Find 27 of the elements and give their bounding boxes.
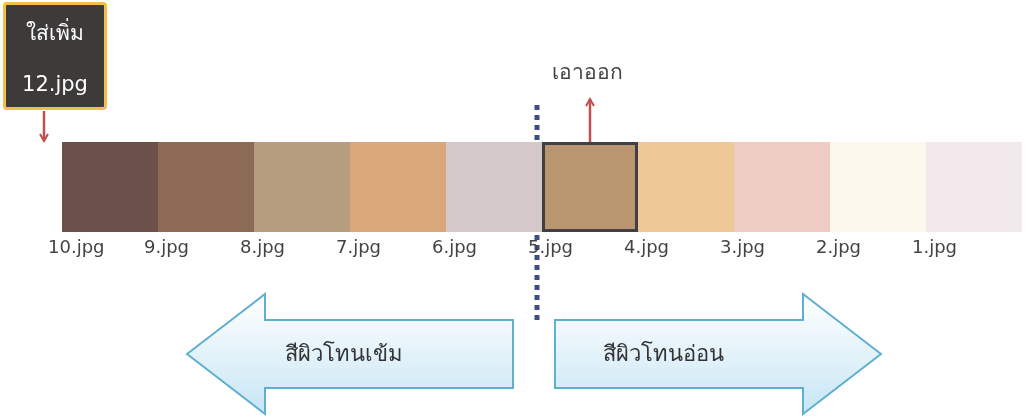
color-swatch bbox=[734, 142, 830, 232]
file-name: 3.jpg bbox=[720, 236, 766, 257]
color-swatch bbox=[830, 142, 926, 232]
color-swatch bbox=[638, 142, 734, 232]
color-swatch bbox=[254, 142, 350, 232]
file-name: 7.jpg bbox=[336, 236, 382, 257]
arrow bbox=[585, 98, 595, 142]
file-name: 5.jpg bbox=[528, 236, 574, 257]
color-swatch bbox=[158, 142, 254, 232]
file-name: 1.jpg bbox=[912, 236, 958, 257]
color-swatch bbox=[542, 142, 638, 232]
color-swatch bbox=[446, 142, 542, 232]
file-box bbox=[3, 2, 107, 110]
file-name: 10.jpg bbox=[48, 236, 105, 257]
arrow bbox=[39, 111, 49, 142]
arrow-label: สีผิวโทนอ่อน bbox=[603, 340, 724, 368]
box-text: ใส่เพิ่ม bbox=[6, 16, 104, 50]
file-name: 8.jpg bbox=[240, 236, 286, 257]
file-name: 6.jpg bbox=[432, 236, 478, 257]
file-name: 9.jpg bbox=[144, 236, 190, 257]
arrow-label: สีผิวโทนเข้ม bbox=[285, 340, 403, 368]
file-name: 2.jpg bbox=[816, 236, 862, 257]
text-label: เอาออก bbox=[552, 55, 623, 88]
file-name: 4.jpg bbox=[624, 236, 670, 257]
box-text: 12.jpg bbox=[21, 71, 89, 96]
color-swatch bbox=[62, 142, 158, 232]
color-swatch bbox=[350, 142, 446, 232]
